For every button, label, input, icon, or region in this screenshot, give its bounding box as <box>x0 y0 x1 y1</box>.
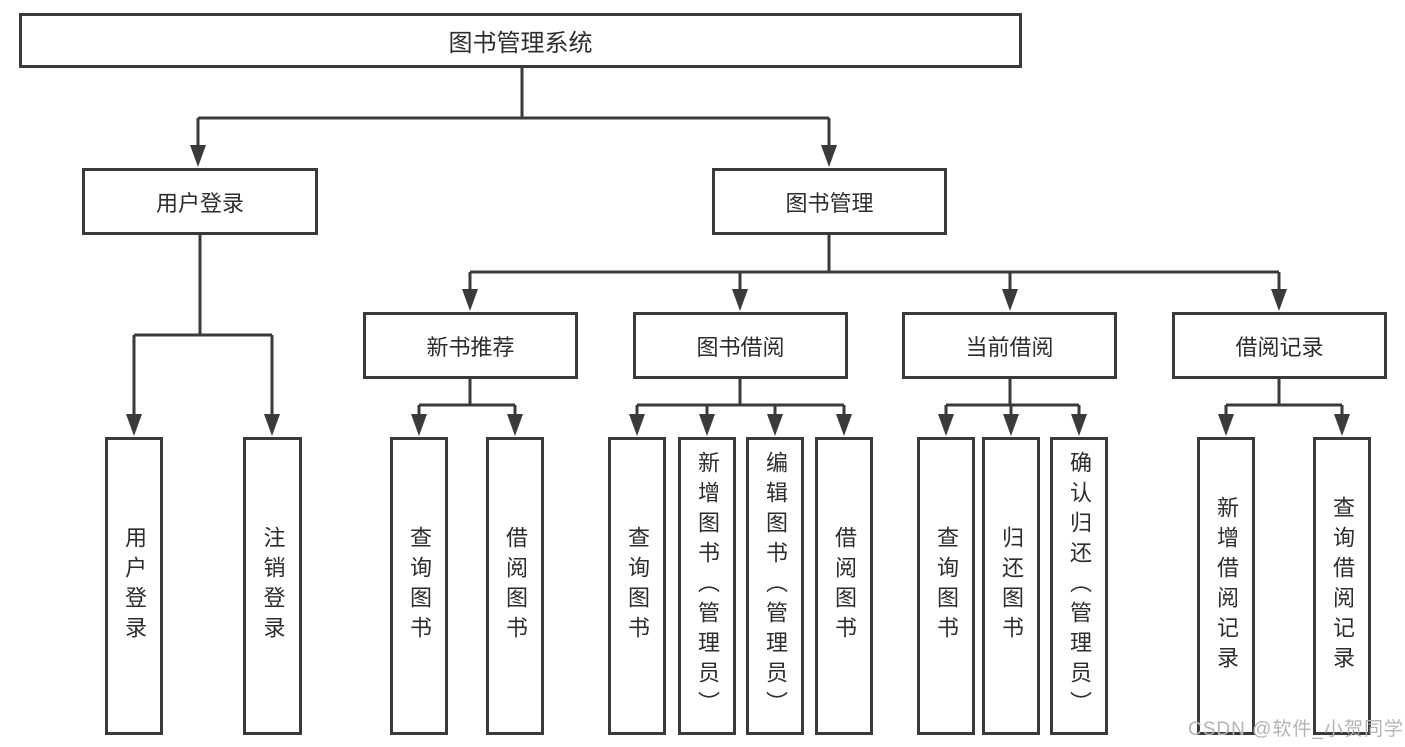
leaf-borrow-query-books: 查询图书 <box>608 437 666 735</box>
leaf-borrow-edit-books-admin: 编辑图书（管理员） <box>746 437 804 735</box>
leaf-user-login: 用户登录 <box>105 437 163 735</box>
leaf-newbook-borrow-books: 借阅图书 <box>486 437 544 735</box>
leaf-newbook-query-books: 查询图书 <box>390 437 448 735</box>
node-book-management: 图书管理 <box>712 168 947 235</box>
leaf-borrow-borrow-books-label: 借阅图书 <box>832 526 857 646</box>
node-book-borrowing: 图书借阅 <box>633 312 848 379</box>
leaf-borrow-add-books-admin: 新增图书（管理员） <box>678 437 736 735</box>
node-book-management-label: 图书管理 <box>785 190 874 216</box>
leaf-current-query-books: 查询图书 <box>917 437 975 735</box>
leaf-borrow-add-books-admin-label: 新增图书（管理员） <box>695 451 720 721</box>
leaf-current-query-books-label: 查询图书 <box>934 526 959 646</box>
node-root-label: 图书管理系统 <box>448 30 593 57</box>
leaf-current-return-books-label: 归还图书 <box>999 526 1024 646</box>
leaf-logout-label: 注销登录 <box>260 526 286 646</box>
leaf-newbook-query-books-label: 查询图书 <box>407 526 432 646</box>
leaf-borrow-edit-books-admin-label: 编辑图书（管理员） <box>763 451 788 721</box>
leaf-records-add-borrow-record-label: 新增借阅记录 <box>1214 496 1239 676</box>
leaf-records-add-borrow-record: 新增借阅记录 <box>1197 437 1255 735</box>
node-new-book-recommend-label: 新书推荐 <box>426 334 515 360</box>
csdn-watermark: CSDN @软件_小贺同学 <box>1188 719 1404 740</box>
leaf-user-login-label: 用户登录 <box>122 526 147 646</box>
leaf-current-return-books: 归还图书 <box>982 437 1040 735</box>
node-borrowing-records: 借阅记录 <box>1172 312 1387 379</box>
arrowheads <box>126 145 1350 436</box>
leaf-borrow-query-books-label: 查询图书 <box>625 526 650 646</box>
leaf-newbook-borrow-books-label: 借阅图书 <box>503 526 528 646</box>
node-borrowing-records-label: 借阅记录 <box>1235 334 1324 360</box>
node-book-borrowing-label: 图书借阅 <box>696 334 785 360</box>
leaf-records-query-borrow-record: 查询借阅记录 <box>1313 437 1371 735</box>
node-user-login-branch: 用户登录 <box>82 168 318 235</box>
node-new-book-recommend: 新书推荐 <box>363 312 578 379</box>
node-library-management-system: 图书管理系统 <box>19 13 1022 68</box>
node-current-borrowing-label: 当前借阅 <box>965 334 1054 360</box>
leaf-logout: 注销登录 <box>243 437 302 735</box>
leaf-current-confirm-return-admin: 确认归还（管理员） <box>1050 437 1108 735</box>
node-user-login-branch-label: 用户登录 <box>155 190 244 216</box>
node-current-borrowing: 当前借阅 <box>902 312 1117 379</box>
leaf-records-query-borrow-record-label: 查询借阅记录 <box>1330 496 1355 676</box>
leaf-borrow-borrow-books: 借阅图书 <box>815 437 873 735</box>
leaf-current-confirm-return-admin-label: 确认归还（管理员） <box>1067 451 1092 721</box>
